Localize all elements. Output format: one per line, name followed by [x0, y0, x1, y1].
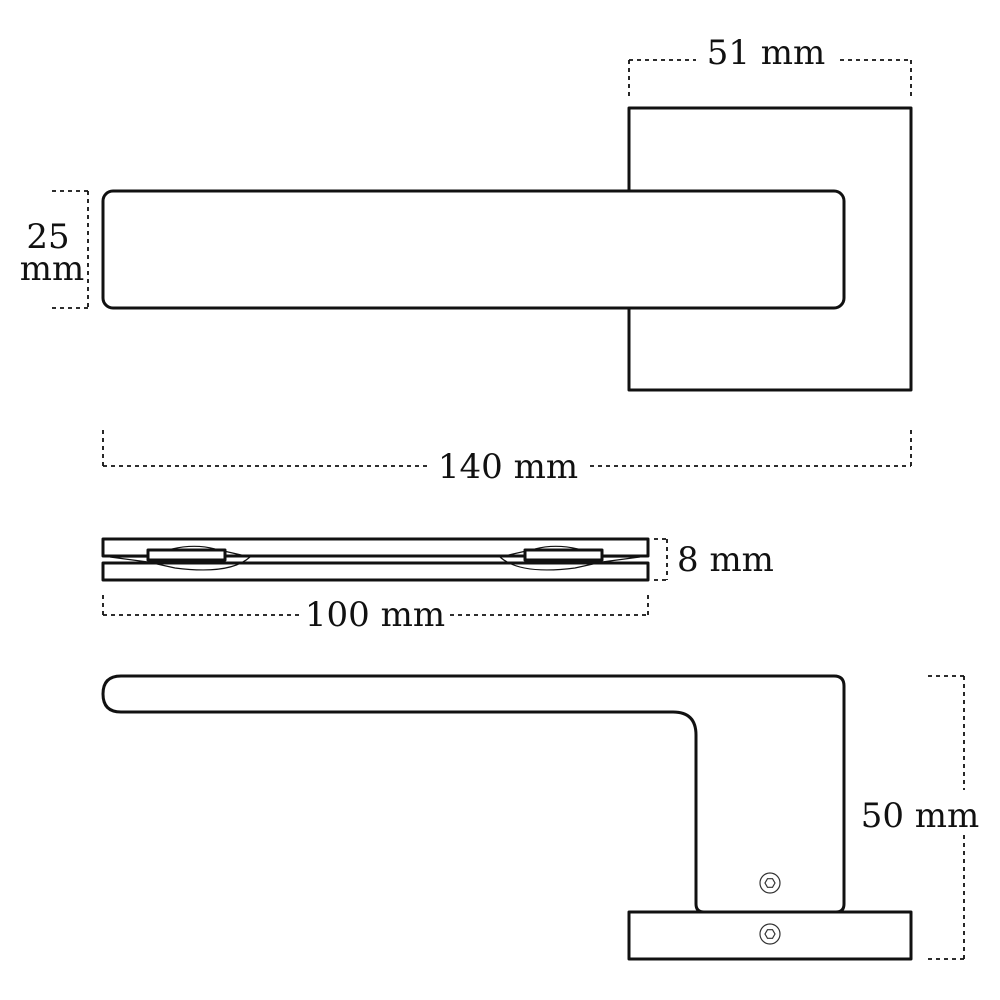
dim-label-thickness: 8 mm	[677, 540, 774, 580]
slot-left	[146, 548, 227, 562]
dim-overall-length: 140 mm	[102, 430, 912, 487]
hex-screw-icon	[759, 872, 781, 894]
top-view	[101, 537, 650, 582]
front-view	[101, 106, 913, 392]
dim-lever-height: 25 mm	[20, 190, 90, 309]
lever-top-lower	[101, 561, 650, 582]
dim-label-rose-width: 51 mm	[707, 33, 826, 73]
lever-top-upper	[101, 537, 650, 558]
dim-label-lever-height-unit: mm	[20, 249, 84, 289]
lever-side	[101, 674, 846, 914]
dim-label-lever-length: 100 mm	[305, 595, 445, 635]
lever-front	[101, 189, 846, 310]
dim-label-overall-length: 140 mm	[438, 447, 578, 487]
dim-lever-length: 100 mm	[102, 595, 649, 635]
rose-side	[627, 910, 913, 961]
side-view	[101, 674, 913, 961]
dim-rose-width: 51 mm	[628, 33, 912, 96]
dim-label-lever-height-value: 25	[26, 217, 69, 257]
dim-label-projection: 50 mm	[861, 796, 980, 836]
slot-right	[523, 548, 604, 562]
dim-projection: 50 mm	[861, 675, 980, 960]
dim-label-backdrop	[20, 222, 86, 288]
hex-screw-icon	[759, 923, 781, 945]
dim-thickness: 8 mm	[654, 538, 774, 581]
